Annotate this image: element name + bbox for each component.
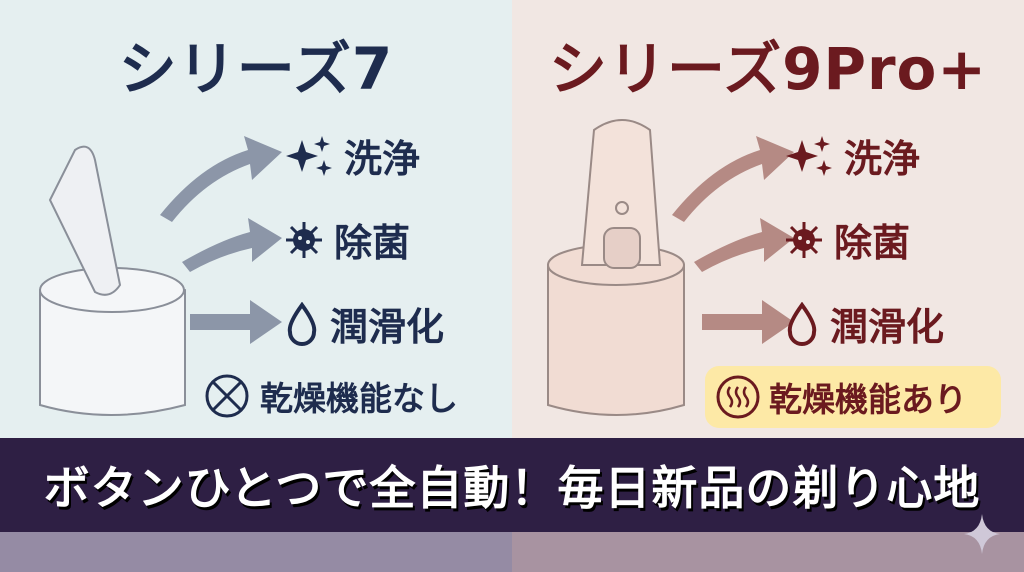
banner-text: ボタンひとつで全自動！毎日新品の剃り心地 [43, 461, 981, 515]
feature-cleaning: 洗浄 [284, 128, 420, 183]
drying-label: 乾燥機能なし [260, 379, 458, 418]
germ-icon [786, 221, 822, 258]
series7-illustration [39, 136, 282, 416]
feature-lubrication: 潤滑化 [284, 296, 444, 351]
feature-label: 洗浄 [344, 137, 421, 181]
cleaning-station [39, 145, 186, 416]
cleaning-station [547, 119, 685, 416]
bottom-strip-right [512, 532, 1024, 572]
feature-lubrication: 潤滑化 [784, 296, 944, 351]
droplet-icon [787, 301, 817, 346]
feature-sterilization: 除菌 [284, 212, 410, 267]
series9pro-illustration [547, 119, 794, 416]
germ-icon [286, 221, 322, 258]
feature-label: 洗浄 [844, 137, 921, 181]
banner: ボタンひとつで全自動！毎日新品の剃り心地 [0, 438, 1024, 532]
feature-label: 潤滑化 [330, 305, 445, 349]
drying-available-badge: 乾燥機能あり [705, 366, 1001, 428]
series9pro-panel: シリーズ9Pro+ 洗浄 除菌 潤滑化 乾燥機能あり [512, 0, 1024, 438]
feature-label: 除菌 [834, 221, 911, 265]
feature-sterilization: 除菌 [784, 212, 910, 267]
sparkle-icon [286, 135, 332, 176]
feature-cleaning: 洗浄 [784, 128, 920, 183]
feature-label: 潤滑化 [830, 305, 945, 349]
sparkle-icon [964, 514, 1000, 554]
series9pro-title: シリーズ9Pro+ [548, 35, 987, 103]
arrows [160, 136, 282, 344]
sparkle-icon [786, 135, 832, 176]
drying-label: 乾燥機能あり [769, 380, 967, 419]
heat-icon [716, 375, 760, 419]
series7-title: シリーズ7 [118, 35, 394, 103]
feature-label: 除菌 [334, 221, 411, 265]
bottom-strip-left [0, 532, 512, 572]
arrows [672, 136, 794, 344]
drying-none: 乾燥機能なし [204, 372, 458, 420]
droplet-icon [287, 301, 317, 346]
series7-panel: シリーズ7 洗浄 除菌 潤滑化 乾燥機能なし [0, 0, 512, 438]
no-drying-icon [205, 374, 249, 418]
